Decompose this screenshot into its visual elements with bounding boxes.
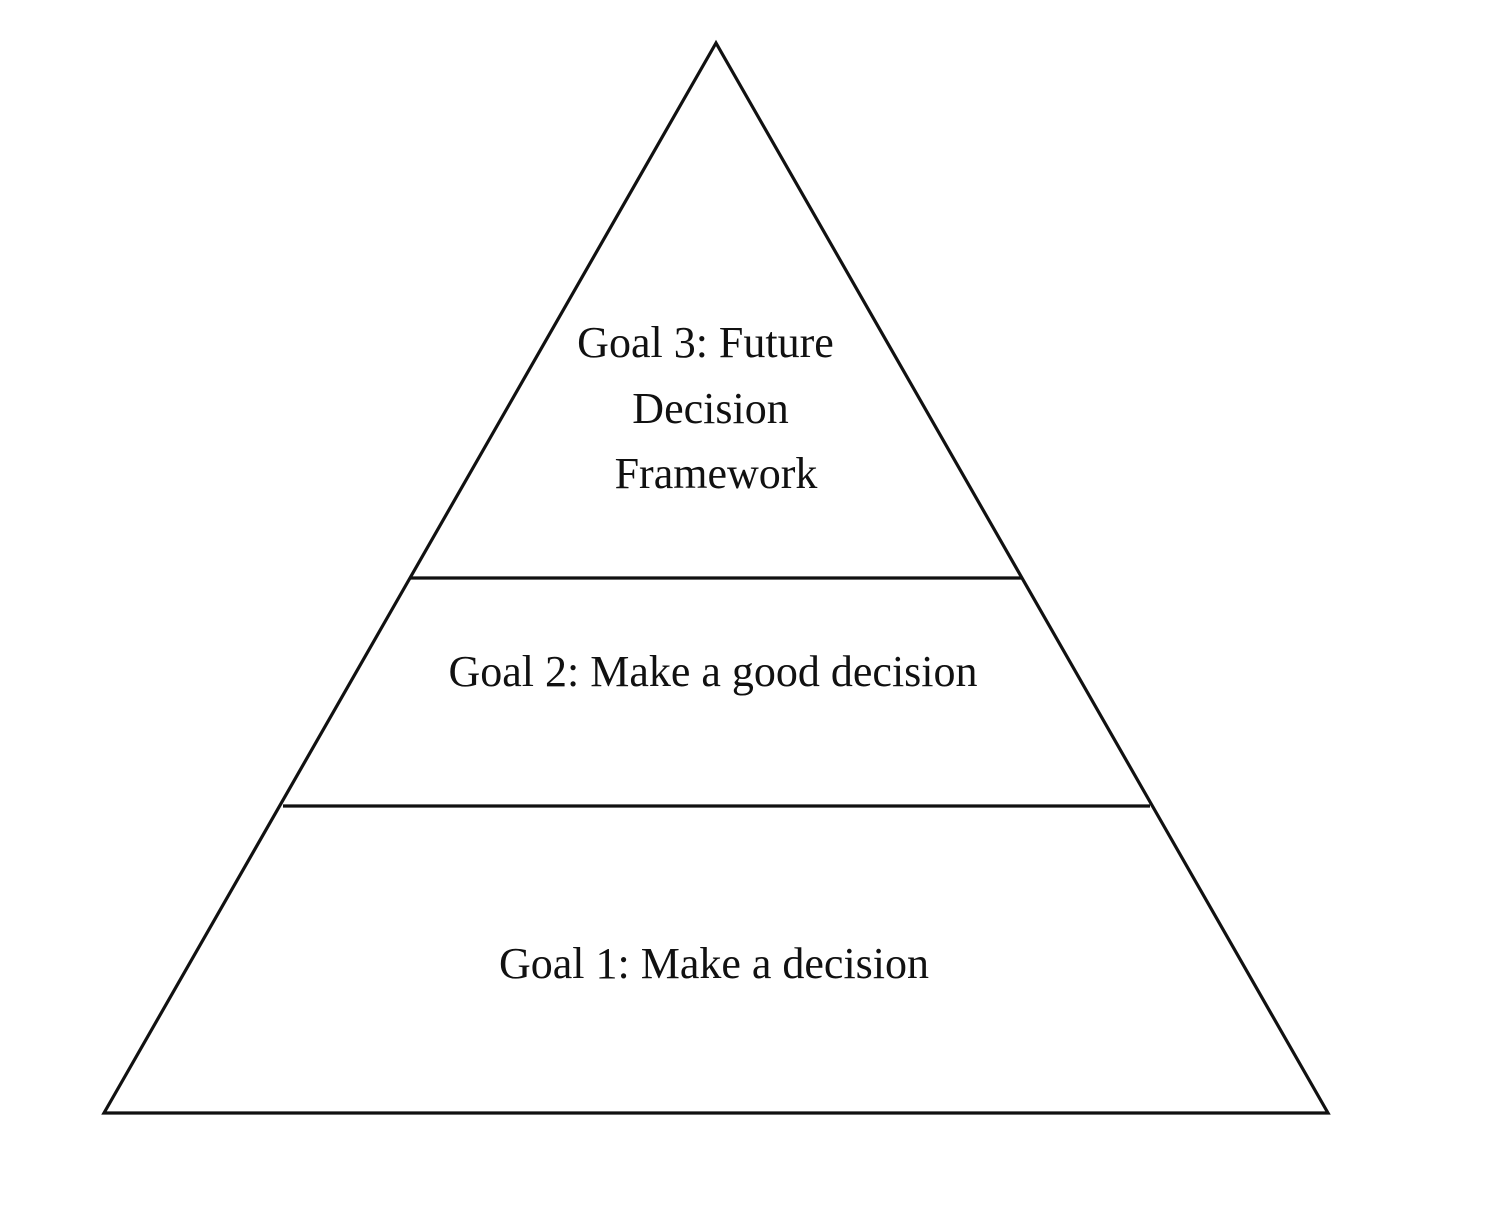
tier-top-label-line: Goal 3: Future — [577, 318, 834, 367]
tier-bottom-label-line: Goal 1: Make a decision — [499, 939, 929, 988]
tier-middle: Goal 2: Make a good decision — [448, 647, 977, 696]
tier-middle-label: Goal 2: Make a good decision — [448, 647, 977, 696]
tier-top-label-line: Decision — [632, 384, 788, 433]
tier-bottom-label: Goal 1: Make a decision — [499, 939, 929, 988]
tier-middle-label-line: Goal 2: Make a good decision — [448, 647, 977, 696]
tier-top: Goal 3: Future Decision Framework — [577, 318, 845, 498]
tier-top-label: Goal 3: Future Decision Framework — [577, 318, 845, 498]
tier-top-label-line: Framework — [615, 449, 818, 498]
tier-bottom: Goal 1: Make a decision — [499, 939, 929, 988]
